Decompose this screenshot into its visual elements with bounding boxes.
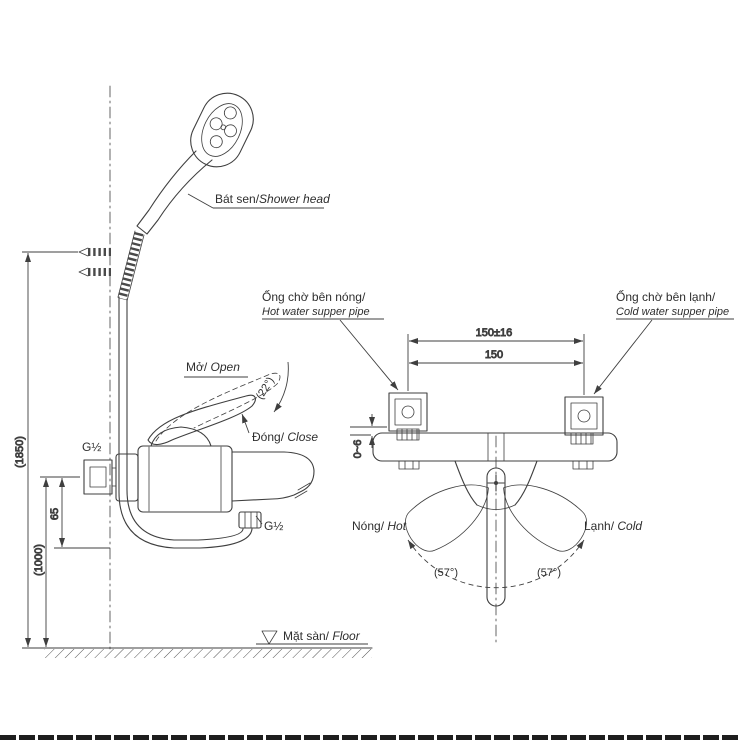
handle-rotated-right xyxy=(405,484,489,552)
hot-supply-pipe xyxy=(388,392,428,441)
shower-head xyxy=(136,92,254,235)
spout xyxy=(231,451,315,502)
valve-body xyxy=(137,445,233,513)
pivot-mark xyxy=(487,474,505,492)
side-view: Bát sen/Shower head (1850) (1000) 65 xyxy=(14,85,373,658)
cropped-content-strip xyxy=(0,735,740,740)
cold-pipe-callout: Ống chờ bên lạnh/ Cold water supper pipe xyxy=(593,289,734,395)
hot-pipe-label-en: Hot water supper pipe xyxy=(262,306,370,318)
cold-side-label: Lạnh/ Cold xyxy=(584,519,642,533)
dim-center-label: 150 xyxy=(485,349,503,361)
front-view: Ống chờ bên nóng/ Hot water supper pipe … xyxy=(262,289,734,643)
mixer-side xyxy=(83,372,315,529)
lever-closed xyxy=(147,394,256,446)
dim-spout-height-label: (1000) xyxy=(33,544,45,576)
cold-pipe-label-en: Cold water supper pipe xyxy=(616,306,729,318)
floor-level-symbol xyxy=(261,630,278,645)
dim-total-height: (1850) xyxy=(14,251,78,649)
body-shoulder-left xyxy=(454,460,478,506)
open-label: Mở/ Open xyxy=(186,360,240,374)
angle-left-label: (57°) xyxy=(434,567,458,579)
hot-pipe-label-vi: Ống chờ bên nóng/ xyxy=(262,289,366,304)
mixer-bar xyxy=(372,432,618,462)
rotation-arc xyxy=(407,539,585,589)
wall-anchor-top xyxy=(78,247,111,257)
handle-center xyxy=(486,467,506,607)
shower-handle xyxy=(136,150,213,235)
angle-right-label: (57°) xyxy=(537,567,561,579)
floor-label: Mặt sàn/ Floor xyxy=(283,629,361,643)
mixer-front xyxy=(372,432,618,607)
floor: Mặt sàn/ Floor xyxy=(43,629,373,658)
hot-side-label: Nóng/ Hot xyxy=(352,519,407,533)
close-callout: Đóng/ Close xyxy=(241,413,318,444)
lever-open-phantom xyxy=(155,372,281,442)
outlet-thread-label: G½ xyxy=(264,519,283,533)
dim-spout-height: (1000) xyxy=(33,476,80,647)
dim-offset-label: 65 xyxy=(49,508,61,520)
open-callout: Mở/ Open (22°) xyxy=(184,360,289,413)
close-label: Đóng/ Close xyxy=(252,430,318,444)
dim-total-height-label: (1850) xyxy=(14,436,26,468)
dim-wall-gap-label: 0~6 xyxy=(352,440,364,459)
cold-supply-pipe xyxy=(564,396,604,445)
handle-rotated-left xyxy=(503,484,587,552)
wall-thread-label: G½ xyxy=(82,440,101,454)
dim-offset: 65 xyxy=(49,478,110,549)
cold-pipe-label-vi: Ống chờ bên lạnh/ xyxy=(616,289,716,304)
shower-hose xyxy=(117,230,253,549)
shower-head-callout: Bát sen/Shower head xyxy=(187,192,330,209)
cartridge-dome xyxy=(150,426,212,447)
hose-outlet xyxy=(238,511,262,529)
dim-center-distance: 150±16 150 xyxy=(407,327,585,395)
body-shoulder-right xyxy=(514,460,538,506)
hot-pipe-callout: Ống chờ bên nóng/ Hot water supper pipe xyxy=(262,289,399,391)
shower-head-label: Bát sen/Shower head xyxy=(215,192,330,206)
dim-center-tolerance-label: 150±16 xyxy=(476,327,513,339)
wall-anchor-bottom xyxy=(78,267,111,277)
wall-escutcheon xyxy=(83,459,113,495)
dim-wall-gap: 0~6 xyxy=(350,414,387,459)
